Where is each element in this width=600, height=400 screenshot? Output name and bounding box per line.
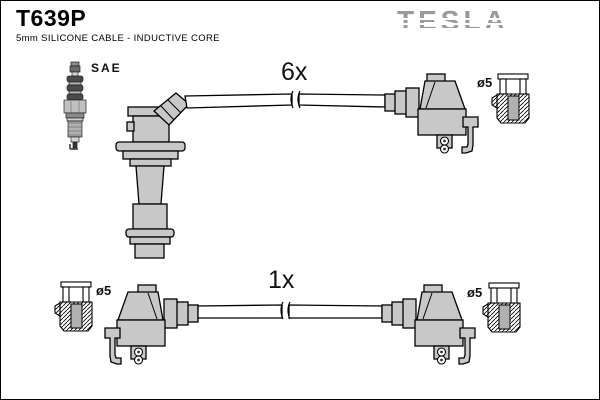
- logo-stripe: [394, 18, 512, 20]
- logo-stripe: [394, 23, 512, 25]
- diameter-label-bottom-right: ø5: [467, 285, 482, 300]
- plug-boot-long: [115, 92, 190, 259]
- diameter-label-bottom-left: ø5: [96, 283, 111, 298]
- tesla-logo: TESLA: [394, 7, 512, 35]
- ignition-lead-1x: [104, 284, 476, 365]
- cable-segment: [184, 93, 293, 109]
- diameter-label-top-right: ø5: [477, 75, 492, 90]
- cable-description: 5mm SILICONE CABLE - INDUCTIVE CORE: [16, 33, 220, 44]
- cable-segment: [288, 304, 383, 319]
- cable-segment: [197, 304, 283, 319]
- terminal-cross-section-bottom-right: [482, 282, 521, 333]
- logo-stripe: [394, 28, 512, 30]
- distributor-boot-90deg-right: [381, 284, 476, 365]
- ignition-lead-6x: [115, 73, 479, 259]
- cable-segment: [298, 93, 386, 108]
- part-number: T639P: [16, 5, 87, 31]
- cable-break-mark: [297, 90, 301, 109]
- terminal-cross-section-top-right: [491, 73, 530, 124]
- cable-break-mark: [290, 90, 294, 109]
- quantity-6x-label: 6x: [281, 58, 308, 86]
- distributor-boot-90deg: [384, 73, 479, 154]
- sae-terminal-label: SAE: [91, 61, 122, 75]
- terminal-cross-section-bottom-left: [54, 281, 93, 332]
- cable-break-mark: [280, 301, 284, 320]
- distributor-boot-90deg-left: [104, 284, 199, 365]
- quantity-1x-label: 1x: [268, 266, 295, 294]
- spark-plug: [63, 61, 87, 150]
